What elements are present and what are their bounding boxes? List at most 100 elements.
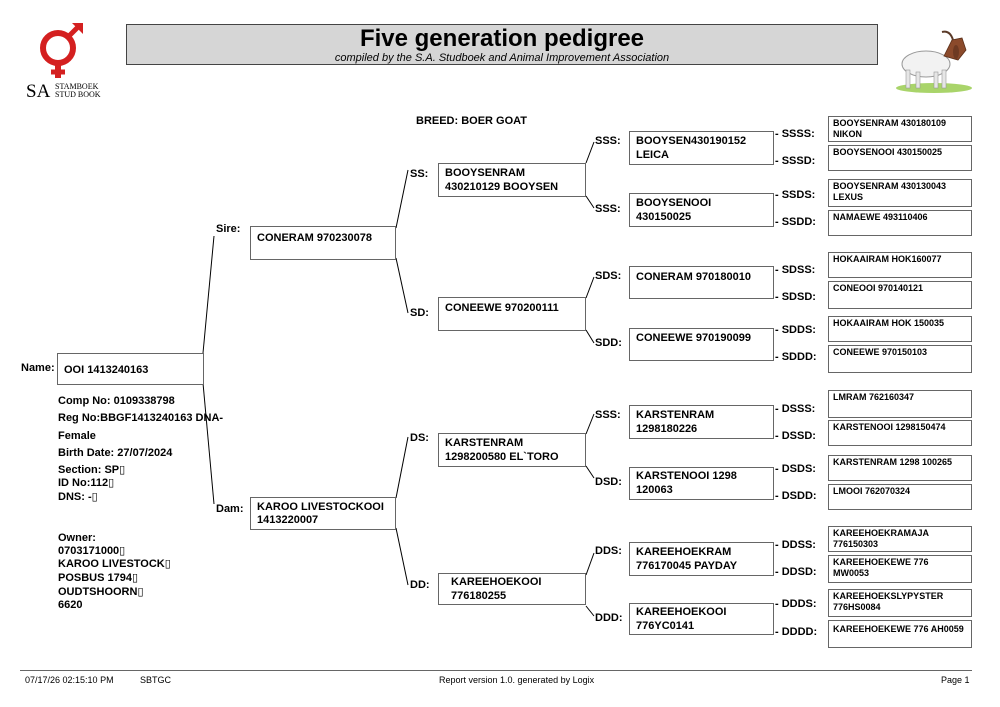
gen4-box: KAREEHOEKEWE 776 MW0053	[828, 555, 972, 583]
gen4-box: KAREEHOEKEWE 776 AH0059	[828, 620, 972, 648]
gen4-box: BOOYSENOOI 430150025	[828, 145, 972, 171]
connector-sss	[585, 141, 595, 164]
gen4-name: HOKAAIRAM HOK160077	[833, 254, 942, 264]
gen4-name: LMOOI 762070324	[833, 486, 911, 496]
sire-box: CONERAM 970230078	[250, 226, 396, 260]
sdd-label: SDD:	[595, 337, 622, 349]
dsd-label: DSD:	[595, 476, 622, 488]
owner-line: 0703171000▯	[58, 545, 126, 557]
dd-box: KAREEHOEKOOI 776180255	[438, 573, 586, 605]
sss-box: BOOYSEN430190152 LEICA	[629, 131, 774, 165]
report-title: Five generation pedigree	[359, 25, 645, 52]
connector-dds	[585, 552, 595, 576]
owner-line: 6620	[58, 599, 83, 611]
id-no: ID No:112▯	[58, 477, 115, 489]
footer-page: Page 1	[941, 675, 970, 685]
gen4-name: LMRAM 762160347	[833, 392, 915, 402]
connector-ssd	[585, 195, 595, 209]
dds-label: DDS:	[595, 545, 622, 557]
gen4-name: KARSTENOOI 1298150474	[833, 422, 946, 432]
gen4-name: BOOYSENOOI 430150025	[833, 147, 943, 157]
dam-box: KAROO LIVESTOCKOOI 1413220007	[250, 497, 396, 530]
gen4-name: HOKAAIRAM HOK 150035	[833, 318, 945, 328]
gen4-label: - SSDD:	[775, 216, 816, 228]
logo-line-2: STUD BOOK	[55, 90, 101, 99]
connector-ddd	[585, 605, 595, 617]
boer-goat-image	[896, 30, 972, 93]
ds-box: KARSTENRAM 1298200580 EL`TORO	[438, 433, 586, 467]
gen4-name: NAMAEWE 493110406	[833, 212, 928, 222]
logo-text: STAMBOEK STUD BOOK	[55, 83, 101, 99]
gen4-label: - SSSD:	[775, 155, 816, 167]
ddd-box: KAREEHOEKOOI 776YC0141	[629, 603, 774, 635]
gen4-label: - SSSS:	[775, 128, 815, 140]
gen4-name: KAREEHOEKRAMAJA 776150303	[833, 528, 929, 549]
dns: DNS: -▯	[58, 491, 98, 503]
gen4-box: CONEEWE 970150103	[828, 345, 972, 373]
dam-label: Dam:	[216, 503, 244, 515]
dsd-box: KARSTENOOI 1298 120063	[629, 467, 774, 500]
gen4-name: CONEEWE 970150103	[833, 347, 928, 357]
footer-code: SBTGC	[140, 675, 172, 685]
gen4-box: LMRAM 762160347	[828, 390, 972, 418]
birth-date: Birth Date: 27/07/2024	[58, 447, 173, 459]
dd-label: DD:	[410, 579, 430, 591]
gen4-box: HOKAAIRAM HOK160077	[828, 252, 972, 278]
connector-ss	[395, 169, 409, 229]
gen4-label: - DDDS:	[775, 598, 817, 610]
logo-line-1: STAMBOEK	[55, 82, 99, 91]
report-subtitle: compiled by the S.A. Studboek and Animal…	[334, 52, 670, 64]
gen4-name: CONEOOI 970140121	[833, 283, 924, 293]
animal-name: OOI 1413240163	[64, 364, 149, 376]
gen4-name: KAREEHOEKEWE 776 AH0059	[833, 624, 964, 634]
sa-studbook-logo-icon	[40, 23, 83, 78]
sds-name: CONERAM 970180010	[636, 271, 751, 283]
sss-label: SSS:	[595, 135, 621, 147]
sd-name: CONEEWE 970200111	[445, 302, 559, 314]
owner-line: KAROO LIVESTOCK▯	[58, 558, 171, 570]
connector-dd	[395, 527, 409, 586]
dds-box: KAREEHOEKRAM 776170045 PAYDAY	[629, 542, 774, 576]
sds-box: CONERAM 970180010	[629, 266, 774, 299]
ss-name: BOOYSENRAM 430210129 BOOYSEN	[445, 167, 559, 193]
gen4-name: KAREEHOEKSLYPYSTER 776HS0084	[833, 591, 944, 612]
reg-no: Reg No:BBGF1413240163 DNA-	[58, 412, 224, 424]
dds-name: KAREEHOEKRAM 776170045 PAYDAY	[636, 546, 738, 572]
connector-dss	[585, 413, 595, 435]
gen4-box: HOKAAIRAM HOK 150035	[828, 316, 972, 342]
gen4-label: - DSDD:	[775, 490, 817, 502]
gen4-name: KARSTENRAM 1298 100265	[833, 457, 953, 467]
connector-sdd	[585, 329, 595, 344]
ssd-box: BOOYSENOOI 430150025	[629, 193, 774, 227]
connector-dsd	[585, 465, 595, 479]
dam-name: KAROO LIVESTOCKOOI 1413220007	[257, 501, 384, 526]
gen4-box: LMOOI 762070324	[828, 484, 972, 510]
gen4-box: NAMAEWE 493110406	[828, 210, 972, 236]
gen4-label: - SDSS:	[775, 264, 816, 276]
sire-label: Sire:	[216, 223, 241, 235]
sds-label: SDS:	[595, 270, 622, 282]
ds-name: KARSTENRAM 1298200580 EL`TORO	[445, 437, 559, 463]
ssd-label: SSS:	[595, 203, 621, 215]
dsd-name: KARSTENOOI 1298 120063	[636, 470, 737, 496]
connector-sd	[395, 257, 409, 314]
dss-box: KARSTENRAM 1298180226	[629, 405, 774, 439]
gen4-name: BOOYSENRAM 430130043 LEXUS	[833, 181, 947, 202]
name-label: Name:	[21, 362, 55, 374]
footer-report: Report version 1.0. generated by Logix	[439, 675, 595, 685]
ssd-name: BOOYSENOOI 430150025	[636, 197, 712, 223]
connector-sds	[585, 276, 595, 299]
gen4-name: KAREEHOEKEWE 776 MW0053	[833, 557, 929, 578]
gen4-box: KAREEHOEKSLYPYSTER 776HS0084	[828, 589, 972, 617]
sd-box: CONEEWE 970200111	[438, 297, 586, 331]
ddd-label: DDD:	[595, 612, 623, 624]
footer-datetime: 07/17/26 02:15:10 PM	[25, 675, 114, 685]
ds-label: DS:	[410, 432, 429, 444]
gen4-label: - DDSD:	[775, 566, 817, 578]
ddd-name: KAREEHOEKOOI 776YC0141	[636, 606, 727, 632]
gen4-label: - DDDD:	[775, 626, 818, 638]
connector-ds	[395, 436, 409, 499]
sire-name: CONERAM 970230078	[257, 232, 372, 244]
report-title-box: Five generation pedigree compiled by the…	[126, 24, 878, 65]
